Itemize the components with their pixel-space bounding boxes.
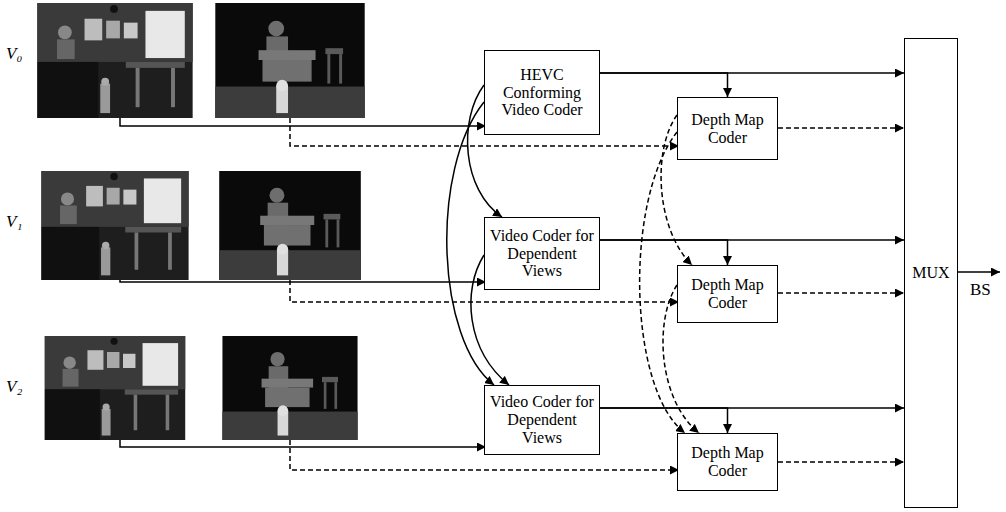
bitstream-output-line [958,271,1000,273]
depth-data-arrow [778,292,904,294]
texture-input-line [120,280,486,282]
view-label: V₂ [6,377,22,397]
process-box: HEVC Conforming Video Coder [484,50,600,135]
texture-input-line [120,440,486,447]
box-text: Video Coder for Dependent Views [485,227,599,281]
process-box: Video Coder for Dependent Views [484,217,600,290]
video-data-arrow [600,240,728,265]
box-text: Depth Map Coder [678,276,777,312]
process-box: Depth Map Coder [677,97,778,160]
depth-map-frame [222,336,357,440]
box-text: Video Coder for Dependent Views [485,393,599,447]
depth-data-arrow [778,127,904,129]
depth-map-frame [219,171,361,280]
view-label: V₀ [6,44,22,64]
texture-frame [37,3,192,118]
process-box: Depth Map Coder [677,265,778,323]
box-text: Depth Map Coder [678,444,777,480]
texture-frame [45,336,185,440]
video-data-arrow [600,408,728,433]
box-text: HEVC Conforming Video Coder [485,66,599,120]
depth-data-arrow [778,461,904,463]
box-text: MUX [909,264,952,282]
texture-input-line [120,118,486,126]
depth-map-frame [215,3,364,118]
process-box: Video Coder for Dependent Views [484,385,600,455]
video-data-arrow [600,73,728,97]
process-box: Depth Map Coder [677,433,778,491]
multiplexer-box: MUX [904,38,958,508]
texture-frame [41,171,188,280]
view-label: V₁ [6,212,22,232]
box-text: Depth Map Coder [678,111,777,147]
output-label: BS [970,280,991,300]
